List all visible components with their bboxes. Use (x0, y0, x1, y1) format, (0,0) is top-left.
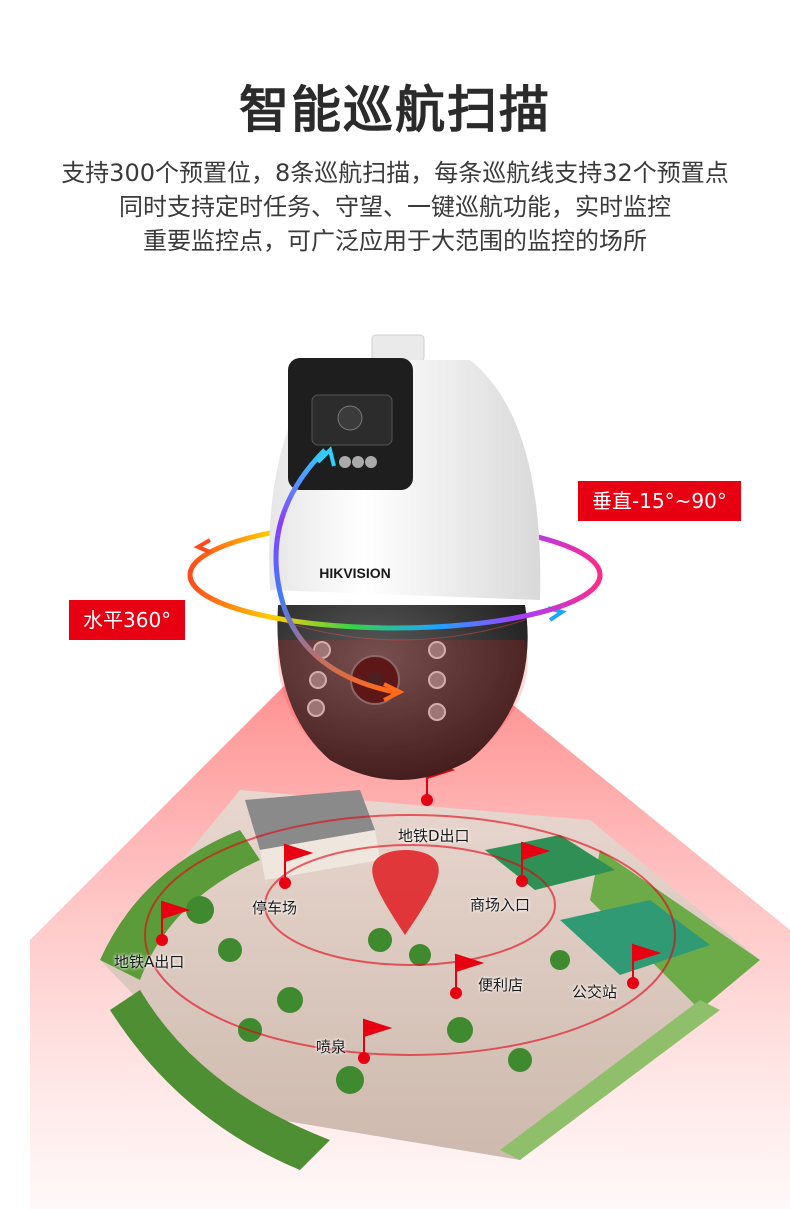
horizontal-rotation-ring-front (187, 574, 603, 631)
place-mall: 商场入口 (470, 896, 531, 914)
patrol-ring-outer (144, 814, 676, 1056)
flag-icons (156, 760, 662, 1064)
trees-bottom-left (110, 990, 330, 1170)
brand-logo: HIKVISION (319, 565, 391, 581)
vertical-tilt-arc (273, 448, 396, 695)
place-fountain: 喷泉 (316, 1038, 347, 1056)
place-parking: 停车场 (252, 899, 298, 917)
camera-mount (371, 334, 425, 362)
description-line-3: 重要监控点，可广泛应用于大范围的监控的场所 (143, 227, 647, 255)
trees-bottom-right (500, 1000, 720, 1160)
patrol-ring-inner (264, 844, 556, 966)
arrow-down-icon (383, 682, 405, 702)
page-title: 智能巡航扫描 (239, 81, 551, 139)
place-metro-d: 地铁D出口 (398, 827, 470, 845)
description-line-2: 同时支持定时任务、守望、一键巡航功能，实时监控 (119, 193, 671, 221)
building-wall (260, 830, 380, 880)
vertical-angle-tag: 垂直-15°~90° (578, 481, 741, 521)
basketball-court (485, 835, 615, 890)
trees-left (100, 830, 260, 980)
description-line-1: 支持300个预置位，8条巡航扫描，每条巡航线支持32个预置点 (61, 159, 729, 187)
arrow-left-icon (193, 538, 212, 554)
horizontal-angle-tag: 水平360° (69, 600, 186, 640)
place-metro-a: 地铁A出口 (114, 953, 185, 971)
location-pin-icon (372, 850, 439, 935)
camera-scene-illustration: HIKVISION (30, 334, 790, 1209)
place-bus: 公交站 (572, 983, 618, 1001)
top-lens-icon (337, 405, 363, 431)
place-store: 便利店 (478, 976, 524, 994)
arrow-up-icon (316, 446, 336, 467)
building-roof (245, 790, 375, 850)
